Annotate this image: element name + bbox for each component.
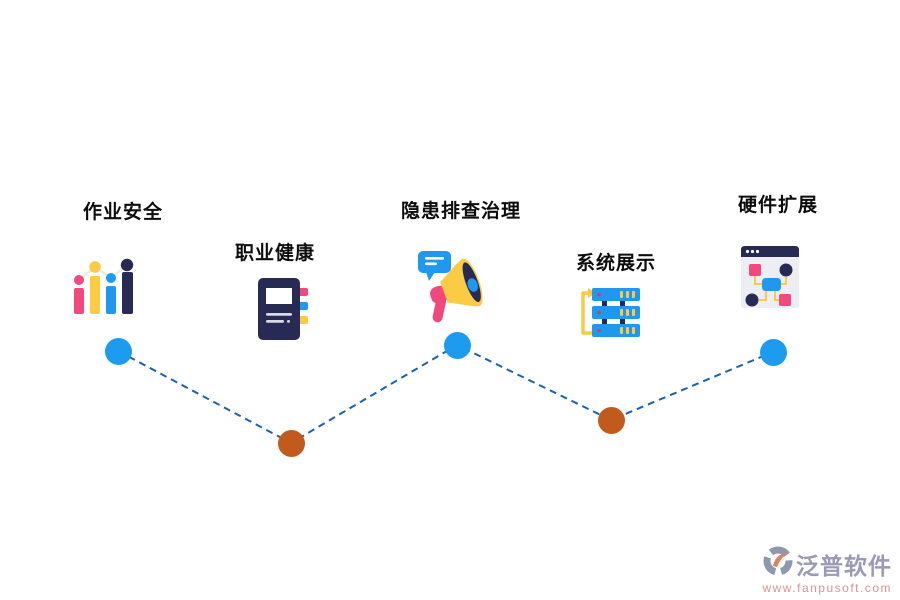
bar-chart-icon xyxy=(72,258,140,314)
node-dot-4 xyxy=(598,407,625,434)
server-stack-icon xyxy=(576,286,642,340)
feature-label-system-display: 系统展示 xyxy=(576,253,657,274)
watermark: 泛普软件 www.fanpusoft.com xyxy=(762,546,892,595)
browser-flowchart-icon xyxy=(739,244,801,310)
feature-label-occupational-health: 职业健康 xyxy=(235,243,316,264)
node-dot-1 xyxy=(105,338,132,365)
notebook-icon xyxy=(255,276,313,342)
node-dot-2 xyxy=(278,430,305,457)
brand-name: 泛普软件 xyxy=(796,552,892,579)
brand-url: www.fanpusoft.com xyxy=(762,581,892,595)
brand-logo-icon xyxy=(763,546,793,581)
node-dot-5 xyxy=(760,339,787,366)
feature-label-work-safety: 作业安全 xyxy=(83,202,164,223)
feature-label-hardware-expansion: 硬件扩展 xyxy=(738,195,819,216)
feature-label-hazard-investigation: 隐患排查治理 xyxy=(401,201,522,222)
megaphone-icon xyxy=(417,246,487,323)
node-dot-3 xyxy=(444,332,471,359)
